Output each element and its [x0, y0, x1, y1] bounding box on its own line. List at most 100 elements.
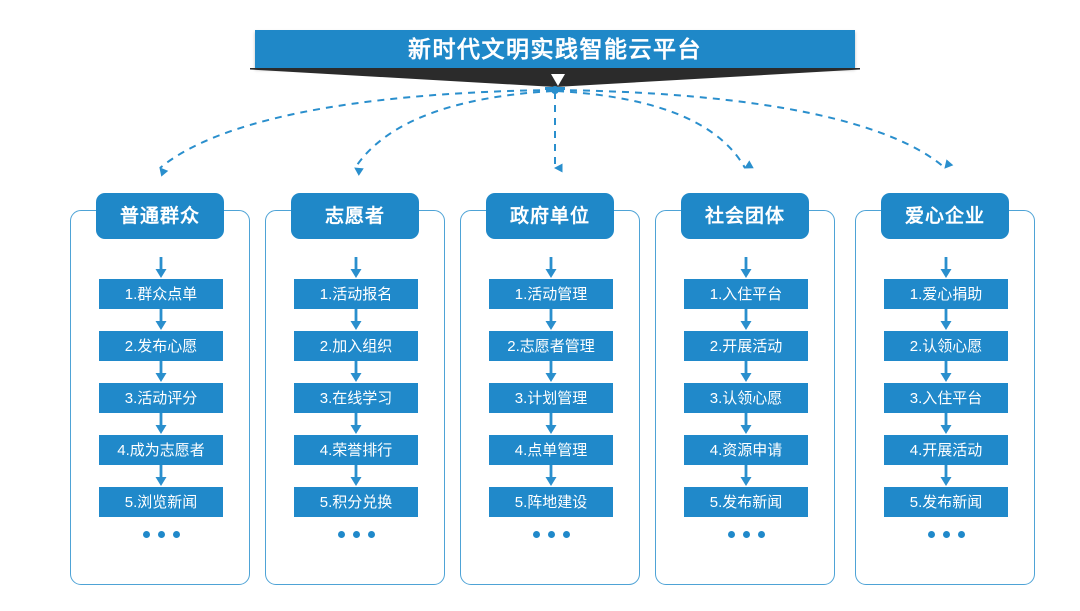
step-item[interactable]: 3.计划管理 [489, 383, 613, 413]
step-label: 3.计划管理 [514, 389, 588, 407]
arrow-down-icon [545, 257, 557, 278]
dot [727, 531, 735, 538]
step-label: 5.发布新闻 [909, 493, 983, 511]
dot [142, 531, 150, 538]
step-label: 4.资源申请 [709, 441, 783, 459]
step-item[interactable]: 3.认领心愿 [684, 383, 808, 413]
dot [172, 531, 180, 538]
step-item[interactable]: 3.入住平台 [884, 383, 1008, 413]
column-header-5[interactable]: 爱心企业 [881, 193, 1009, 239]
dot [157, 531, 165, 538]
step-item[interactable]: 2.加入组织 [294, 331, 418, 361]
arrow-down-icon [740, 257, 752, 278]
step-item[interactable]: 3.活动评分 [99, 383, 223, 413]
dot [367, 531, 375, 538]
step-item[interactable]: 2.开展活动 [684, 331, 808, 361]
step-item[interactable]: 2.志愿者管理 [489, 331, 613, 361]
step-label: 5.积分兑换 [319, 493, 393, 511]
step-item[interactable]: 2.发布心愿 [99, 331, 223, 361]
step-label: 5.阵地建设 [514, 493, 588, 511]
arrow-down-icon [155, 465, 167, 486]
more-indicator [927, 531, 965, 538]
step-label: 1.爱心捐助 [909, 285, 983, 303]
connector-to-column-4 [556, 90, 754, 169]
arrow-down-icon [940, 361, 952, 382]
column-steps-3: 1.活动管理 2.志愿者管理 3.计划管理 4.点单管理 5.阵地建设 [461, 257, 641, 538]
arrow-down-icon [155, 309, 167, 330]
column-putongqunzhong[interactable]: 普通群众 1.群众点单 2.发布心愿 3.活动评分 4.成为志愿者 5.浏览新闻 [70, 193, 250, 585]
step-item[interactable]: 1.活动报名 [294, 279, 418, 309]
step-label: 1.活动报名 [319, 285, 393, 303]
arrow-down-icon [740, 309, 752, 330]
step-label: 4.点单管理 [514, 441, 588, 459]
step-item[interactable]: 5.发布新闻 [884, 487, 1008, 517]
column-header-1[interactable]: 普通群众 [96, 193, 224, 239]
step-item[interactable]: 5.浏览新闻 [99, 487, 223, 517]
step-item[interactable]: 4.荣誉排行 [294, 435, 418, 465]
arrow-down-icon [740, 361, 752, 382]
arrow-down-icon [545, 413, 557, 434]
dot [562, 531, 570, 538]
connector-to-column-2 [354, 90, 554, 176]
step-item[interactable]: 4.资源申请 [684, 435, 808, 465]
column-zhiyuanzhe[interactable]: 志愿者 1.活动报名 2.加入组织 3.在线学习 4.荣誉排行 5.积分兑换 [265, 193, 446, 585]
column-steps-5: 1.爱心捐助 2.认领心愿 3.入住平台 4.开展活动 5.发布新闻 [856, 257, 1036, 538]
column-header-4[interactable]: 社会团体 [681, 193, 809, 239]
arrow-down-icon [545, 361, 557, 382]
step-label: 2.开展活动 [709, 337, 783, 355]
step-label: 1.活动管理 [514, 285, 588, 303]
dot [957, 531, 965, 538]
arrow-down-icon [350, 465, 362, 486]
step-item[interactable]: 1.爱心捐助 [884, 279, 1008, 309]
arrow-down-icon [740, 465, 752, 486]
step-label: 5.发布新闻 [709, 493, 783, 511]
step-item[interactable]: 1.活动管理 [489, 279, 613, 309]
more-indicator [532, 531, 570, 538]
step-item[interactable]: 2.认领心愿 [884, 331, 1008, 361]
step-label: 2.发布心愿 [124, 337, 198, 355]
column-steps-2: 1.活动报名 2.加入组织 3.在线学习 4.荣誉排行 5.积分兑换 [266, 257, 446, 538]
step-item[interactable]: 4.点单管理 [489, 435, 613, 465]
dot [927, 531, 935, 538]
step-item[interactable]: 5.阵地建设 [489, 487, 613, 517]
arrow-down-icon [545, 309, 557, 330]
connector-to-column-5 [556, 89, 954, 169]
column-header-label: 政府单位 [509, 205, 590, 227]
column-shehuituanti[interactable]: 社会团体 1.入住平台 2.开展活动 3.认领心愿 4.资源申请 5.发布新闻 [655, 193, 835, 585]
step-item[interactable]: 4.成为志愿者 [99, 435, 223, 465]
platform-title-bar: 新时代文明实践智能云平台 [255, 30, 855, 68]
more-indicator [727, 531, 765, 538]
step-label: 3.认领心愿 [709, 389, 783, 407]
step-item[interactable]: 5.积分兑换 [294, 487, 418, 517]
step-label: 2.加入组织 [319, 337, 393, 355]
step-item[interactable]: 1.入住平台 [684, 279, 808, 309]
step-item[interactable]: 1.群众点单 [99, 279, 223, 309]
column-header-2[interactable]: 志愿者 [291, 193, 419, 239]
step-label: 1.入住平台 [709, 285, 783, 303]
platform-title-banner: 新时代文明实践智能云平台 [250, 30, 860, 87]
column-header-label: 社会团体 [704, 205, 785, 227]
column-zhengfudanwei[interactable]: 政府单位 1.活动管理 2.志愿者管理 3.计划管理 4.点单管理 5.阵地建设 [460, 193, 641, 585]
arrow-down-icon [350, 257, 362, 278]
step-item[interactable]: 3.在线学习 [294, 383, 418, 413]
dot [742, 531, 750, 538]
arrow-down-icon [155, 413, 167, 434]
arrow-down-icon [940, 465, 952, 486]
step-label: 3.入住平台 [909, 389, 983, 407]
step-label: 5.浏览新闻 [124, 493, 198, 511]
dot [757, 531, 765, 538]
step-item[interactable]: 5.发布新闻 [684, 487, 808, 517]
dot [532, 531, 540, 538]
arrow-down-icon [350, 413, 362, 434]
column-header-3[interactable]: 政府单位 [486, 193, 614, 239]
column-aixinqiye[interactable]: 爱心企业 1.爱心捐助 2.认领心愿 3.入住平台 4.开展活动 5.发布新闻 [855, 193, 1036, 585]
arrow-down-icon [940, 309, 952, 330]
arrow-down-icon [350, 309, 362, 330]
dot [942, 531, 950, 538]
arrow-down-icon [155, 257, 167, 278]
step-item[interactable]: 4.开展活动 [884, 435, 1008, 465]
arrow-down-icon [350, 361, 362, 382]
column-header-label: 志愿者 [324, 205, 385, 227]
column-header-label: 爱心企业 [904, 205, 985, 227]
